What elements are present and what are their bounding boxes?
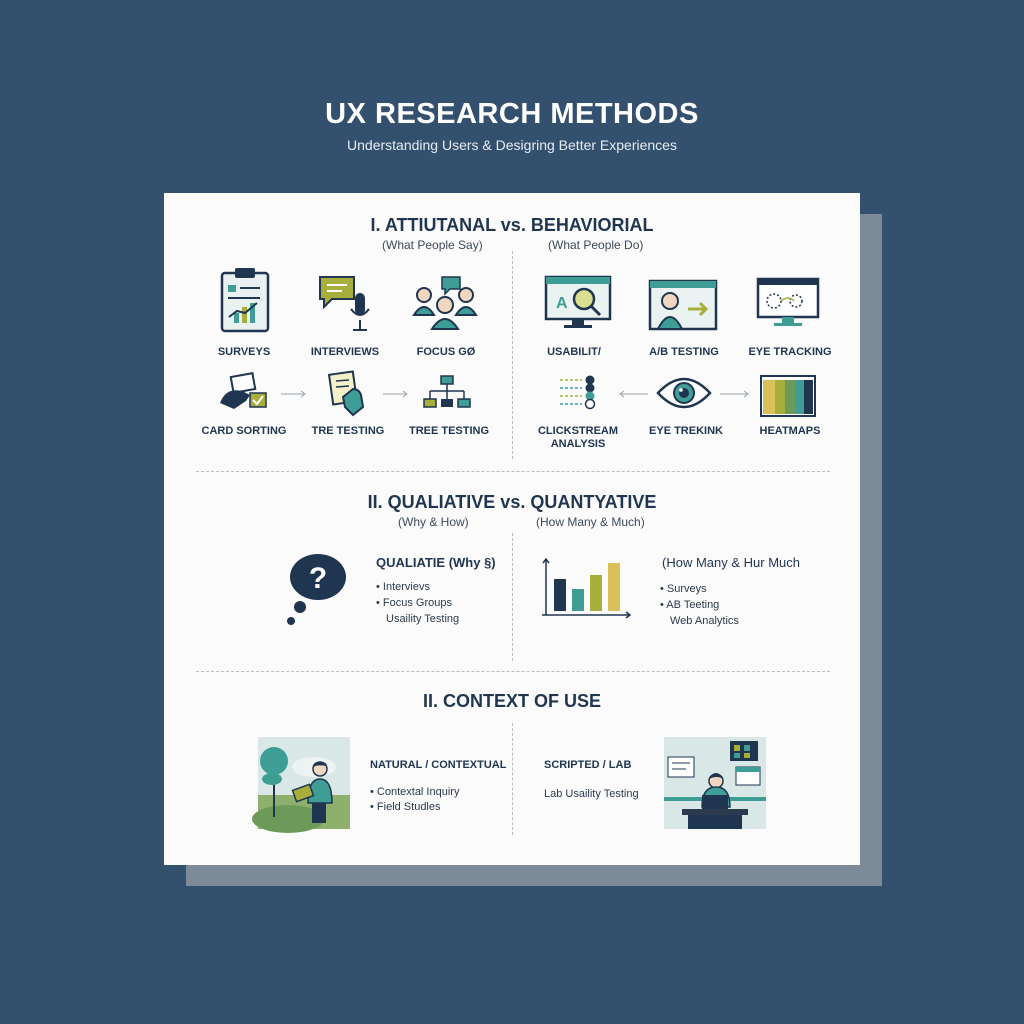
section-divider	[196, 471, 830, 472]
method-label: FOCUS GØ	[416, 346, 476, 358]
qualitative-item: Usaility Testing	[386, 613, 460, 625]
quantitative-item: • Surveys	[660, 583, 707, 595]
quantitative-item: • AB Teeting	[660, 599, 720, 611]
arrow-right-icon	[281, 390, 306, 398]
natural-item: • Contextal Inquiry	[370, 786, 460, 798]
ab-testing-person-icon	[648, 279, 718, 331]
lab-item: Lab Usaility Testing	[544, 788, 639, 800]
question-bubble-icon: ?	[287, 554, 346, 625]
section2-divider	[512, 533, 513, 661]
section2-right-sub: (How Many & Much)	[536, 515, 645, 529]
method-label: HEATMAPS	[759, 425, 821, 437]
bar-chart-icon	[542, 557, 632, 619]
section2-left-sub: (Why & How)	[398, 515, 469, 529]
qualitative-item: • Focus Groups	[376, 597, 452, 609]
method-label: A/B TESTING	[649, 346, 719, 358]
lab-testing-illustration	[664, 737, 766, 829]
eye-icon	[656, 377, 712, 409]
method-label: USABILIT/	[547, 346, 601, 358]
quantitative-item: Web Analytics	[670, 615, 739, 627]
arrow-right-icon	[383, 390, 408, 398]
section3-divider	[512, 723, 513, 835]
heatmap-icon	[760, 375, 816, 417]
section1-left-sub: (What People Say)	[382, 238, 483, 252]
page-subtitle: Understanding Users & Desigring Better E…	[347, 137, 677, 153]
eye-tracking-screen-icon	[756, 277, 820, 326]
method-label: CARD SORTING	[201, 425, 287, 437]
method-label: EYE TRACKING	[748, 346, 832, 358]
clipboard-icon	[220, 268, 270, 333]
field-study-illustration	[252, 737, 350, 833]
qualitative-item: • Intervievs	[376, 581, 430, 593]
method-label: TREE TESTING	[408, 425, 490, 437]
interview-microphone-icon	[319, 276, 370, 331]
lab-title: SCRIPTED / LAB	[544, 759, 632, 771]
section2-title: II. QUALIATIVE vs. QUANTYATIVE	[367, 492, 657, 512]
section1-divider	[512, 251, 513, 459]
svg-text:?: ?	[309, 562, 327, 595]
card-sorting-icon	[220, 372, 267, 409]
svg-text:A: A	[556, 295, 568, 312]
infographic-card: I. ATTIUTANAL vs. BEHAVIORIAL (What Peop…	[164, 193, 860, 865]
method-label: EYE TREKINK	[649, 425, 723, 437]
method-label: CLICKSTREAM ANALYSIS	[537, 425, 619, 450]
arrow-left-icon	[619, 390, 648, 398]
method-label: TRE TESTING	[311, 425, 385, 437]
section1-title: I. ATTIUTANAL vs. BEHAVIORIAL	[370, 215, 654, 235]
page-title: UX RESEARCH METHODS	[325, 98, 699, 130]
section3-title: II. CONTEXT OF USE	[422, 691, 601, 711]
quantitative-title: (How Many & Hur Much	[662, 555, 800, 570]
usability-magnifier-icon: A	[544, 275, 612, 328]
arrow-right-icon	[720, 390, 749, 398]
clickstream-icon	[560, 375, 596, 410]
section-divider	[196, 671, 830, 672]
natural-item: • Field Studles	[370, 801, 441, 813]
focus-group-icon	[412, 276, 478, 330]
natural-title: NATURAL / CONTEXTUAL	[370, 759, 507, 771]
method-label: SURVEYS	[217, 346, 271, 358]
tree-testing-hand-icon	[327, 370, 365, 417]
sitemap-tree-icon	[423, 375, 471, 408]
method-label: INTERVIEWS	[310, 346, 380, 358]
qualitative-title: QUALIATIE (Why §)	[376, 555, 496, 570]
section1-right-sub: (What People Do)	[548, 238, 644, 252]
